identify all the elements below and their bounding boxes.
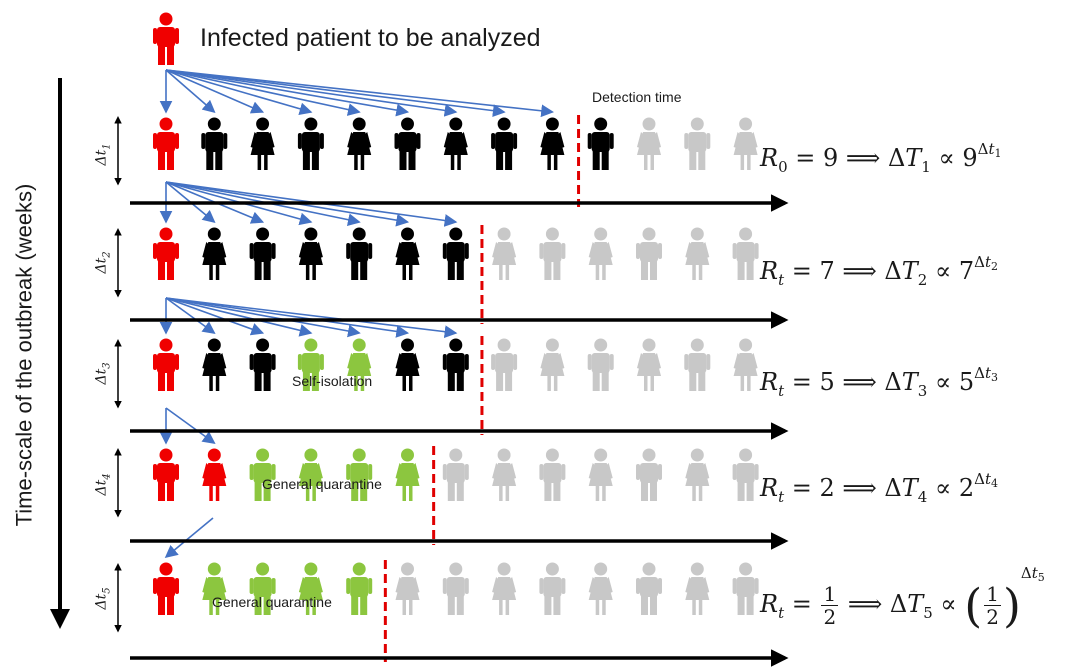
row-1-person-8 [491, 117, 518, 170]
row-2-person-1 [153, 227, 179, 280]
row-1-person-2 [201, 117, 228, 170]
general-quarantine-label-2: General quarantine [212, 594, 332, 610]
row-3-person-4 [297, 338, 324, 391]
transmission-arrow-1-6 [165, 69, 410, 117]
row-5-person-4 [298, 562, 323, 615]
row-5-person-5 [346, 562, 373, 615]
row-4-person-11 [636, 448, 662, 501]
row-2-person-5 [346, 227, 373, 280]
row-3-person-11 [637, 338, 661, 391]
row-2-person-11 [636, 227, 662, 280]
transmission-arrow-3-6 [165, 297, 410, 338]
delta-t-label-5: Δt5 [93, 586, 113, 610]
row-2-person-6 [395, 227, 420, 280]
row-4-person-9 [539, 448, 566, 501]
row-4-person-3 [249, 448, 276, 501]
transmission-arrow-1-2 [165, 69, 216, 114]
row-4-person-12 [685, 448, 710, 501]
transmission-arrow-3-5 [165, 297, 361, 338]
row-3-person-6 [395, 338, 420, 391]
self-isolation-label: Self-isolation [292, 373, 373, 389]
row-5-person-10 [588, 562, 613, 615]
row-2-person-7 [442, 227, 469, 280]
row-4-person-6 [395, 448, 420, 501]
row-1-person-10 [587, 117, 614, 170]
row-5-person-7 [442, 562, 469, 615]
row-4-person-8 [492, 448, 517, 501]
row-1-person-7 [443, 117, 468, 170]
row-1-person-13 [733, 117, 758, 170]
transmission-arrow-3-7 [165, 297, 458, 339]
row-4-person-13 [732, 448, 759, 501]
row-5-person-8 [492, 562, 517, 615]
transmission-arrow-3-2 [165, 297, 216, 334]
row-1-person-3 [250, 117, 275, 170]
formula-row-4: Rt = 2 ⟹ ΔT4 ∝ 2Δt4 [760, 470, 998, 506]
row-2-person-10 [588, 227, 613, 280]
delta-t-label-1: Δt1 [93, 142, 113, 166]
row-1-person-1 [153, 117, 179, 170]
detection-time-label: Detection time [592, 89, 682, 105]
row-4-person-4 [298, 448, 323, 501]
row-5-person-1 [153, 562, 179, 615]
transmission-arrow-1-4 [165, 69, 313, 116]
row-2-person-9 [539, 227, 566, 280]
source-patient [153, 12, 179, 65]
transmission-arrow-4-2 [165, 407, 216, 444]
row-2-person-12 [685, 227, 710, 280]
time-scale-axis-label: Time-scale of the outbreak (weeks) [11, 183, 37, 527]
row-5-person-11 [636, 562, 662, 615]
transmission-arrow-3-4 [165, 297, 313, 337]
row-2-person-2 [202, 227, 227, 280]
row-5-person-12 [685, 562, 710, 615]
row-4-person-5 [346, 448, 373, 501]
diagram-title: Infected patient to be analyzed [200, 24, 541, 52]
row-3-person-9 [540, 338, 565, 391]
formula-row-1: R0 = 9 ⟹ ΔT1 ∝ 9Δt1 [760, 140, 1002, 176]
row-5-person-3 [249, 562, 276, 615]
formula-row-3: Rt = 5 ⟹ ΔT3 ∝ 5Δt3 [760, 364, 998, 400]
row-1-person-4 [297, 117, 324, 170]
transmission-arrow-5-1 [164, 517, 214, 559]
row-3-person-1 [153, 338, 179, 391]
transmission-arrow-1-5 [165, 69, 361, 116]
row-2-person-13 [732, 227, 759, 280]
row-1-person-9 [540, 117, 565, 170]
transmission-arrow-1-9 [165, 69, 554, 118]
transmission-arrow-1-8 [165, 69, 506, 117]
row-3-person-8 [491, 338, 518, 391]
general-quarantine-label-1: General quarantine [262, 476, 382, 492]
row-3-person-7 [442, 338, 469, 391]
row-3-person-5 [347, 338, 372, 391]
row-5-person-9 [539, 562, 566, 615]
row-2-person-4 [298, 227, 323, 280]
row-1-person-6 [394, 117, 421, 170]
row-3-person-10 [587, 338, 614, 391]
row-4-person-1 [153, 448, 179, 501]
row-5-person-6 [395, 562, 420, 615]
row-4-person-7 [442, 448, 469, 501]
row-1-person-11 [637, 117, 661, 170]
row-1-person-12 [684, 117, 711, 170]
row-4-person-10 [588, 448, 613, 501]
row-4-person-2 [202, 448, 227, 501]
row-3-person-12 [684, 338, 711, 391]
transmission-arrow-1-7 [165, 69, 458, 117]
transmission-arrow-3-3 [165, 297, 265, 336]
row-3-person-2 [202, 338, 227, 391]
delta-t-label-3: Δt3 [93, 361, 113, 385]
row-3-person-3 [249, 338, 276, 391]
row-3-person-13 [733, 338, 758, 391]
row-5-person-13 [732, 562, 759, 615]
delta-t-label-2: Δt2 [93, 250, 113, 274]
formula-row-2: Rt = 7 ⟹ ΔT2 ∝ 7Δt2 [760, 253, 998, 289]
row-5-person-2 [202, 562, 227, 615]
delta-t-label-4: Δt4 [93, 472, 113, 496]
transmission-arrow-1-3 [165, 69, 265, 114]
row-1-person-5 [347, 117, 372, 170]
row-2-person-3 [249, 227, 276, 280]
row-2-person-8 [492, 227, 517, 280]
